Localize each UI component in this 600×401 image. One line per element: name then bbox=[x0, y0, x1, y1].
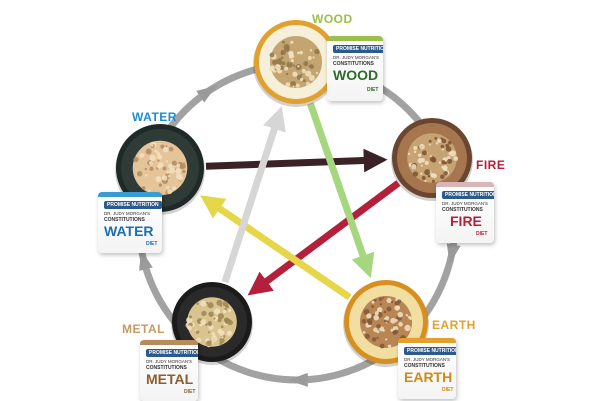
product-diet: DIET bbox=[184, 389, 196, 395]
label-fire: FIRE bbox=[476, 158, 506, 172]
product-box-metal: PROMISE NUTRITION DR. JUDY MORGAN'S CONS… bbox=[140, 340, 198, 401]
brand-badge: PROMISE NUTRITION bbox=[404, 347, 456, 355]
cycle-arrow-earth-to-metal bbox=[287, 372, 308, 387]
product-box-water: PROMISE NUTRITION DR. JUDY MORGAN'S CONS… bbox=[98, 192, 162, 253]
brand-badge: PROMISE NUTRITION bbox=[146, 349, 198, 357]
label-water: WATER bbox=[132, 110, 177, 124]
product-box-wood: PROMISE NUTRITION DR. JUDY MORGAN'S CONS… bbox=[327, 36, 383, 101]
product-name: FIRE bbox=[450, 213, 482, 229]
product-line1: DR. JUDY MORGAN'S bbox=[442, 201, 489, 206]
bowl-wood bbox=[253, 20, 339, 107]
brand-badge: PROMISE NUTRITION bbox=[442, 191, 494, 199]
label-wood: WOOD bbox=[312, 12, 353, 26]
product-line1: DR. JUDY MORGAN'S bbox=[404, 357, 451, 362]
product-line1: DR. JUDY MORGAN'S bbox=[146, 359, 193, 364]
cycle-arrow-metal-to-water bbox=[139, 249, 153, 271]
product-line1: DR. JUDY MORGAN'S bbox=[104, 211, 151, 216]
cycle-arrow-fire-to-earth bbox=[446, 243, 461, 265]
product-line2: CONSTITUTIONS bbox=[104, 217, 145, 223]
product-diet: DIET bbox=[442, 387, 454, 393]
controlling-cycle bbox=[200, 102, 401, 301]
label-earth: EARTH bbox=[432, 318, 476, 332]
control-arrow-wood-to-earth bbox=[307, 102, 375, 279]
control-arrow-water-to-fire bbox=[205, 148, 388, 173]
product-name: WATER bbox=[104, 223, 154, 239]
label-metal: METAL bbox=[122, 322, 165, 336]
product-name: METAL bbox=[146, 371, 194, 387]
bowl-fire bbox=[391, 118, 473, 201]
product-line2: CONSTITUTIONS bbox=[333, 61, 374, 67]
cycle-arrow-water-to-wood bbox=[196, 85, 217, 103]
product-line1: DR. JUDY MORGAN'S bbox=[333, 55, 380, 60]
product-diet: DIET bbox=[476, 231, 488, 237]
brand-badge: PROMISE NUTRITION bbox=[104, 201, 162, 209]
food-bowls bbox=[115, 20, 473, 367]
product-name: EARTH bbox=[404, 369, 453, 385]
brand-badge: PROMISE NUTRITION bbox=[333, 45, 383, 53]
product-diet: DIET bbox=[367, 87, 379, 93]
control-arrow-earth-to-water bbox=[200, 195, 352, 301]
product-line2: CONSTITUTIONS bbox=[146, 365, 187, 371]
control-arrow-metal-to-wood bbox=[221, 106, 286, 284]
product-diet: DIET bbox=[146, 241, 158, 247]
control-arrow-fire-to-metal bbox=[247, 180, 401, 296]
bowl-water bbox=[115, 124, 205, 215]
product-line2: CONSTITUTIONS bbox=[442, 207, 483, 213]
product-box-fire: PROMISE NUTRITION DR. JUDY MORGAN'S CONS… bbox=[436, 182, 494, 243]
product-line2: CONSTITUTIONS bbox=[404, 363, 445, 369]
product-box-earth: PROMISE NUTRITION DR. JUDY MORGAN'S CONS… bbox=[398, 338, 456, 399]
food-pile bbox=[187, 297, 237, 347]
product-name: WOOD bbox=[333, 67, 379, 83]
